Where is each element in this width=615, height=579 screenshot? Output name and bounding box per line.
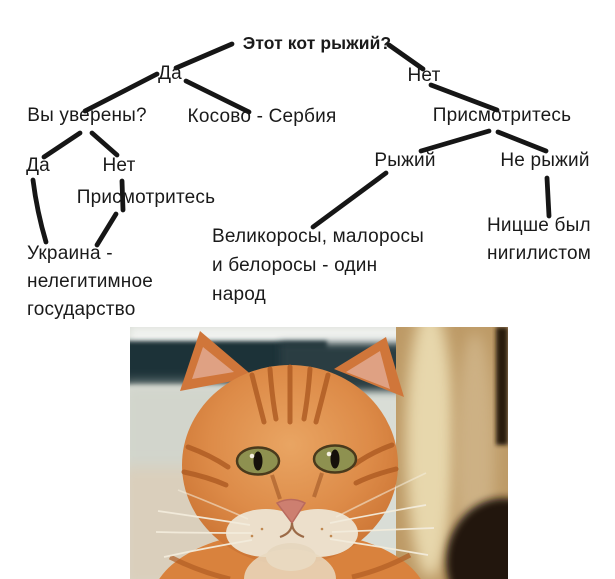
- node-are-you-sure: Вы уверены?: [27, 105, 147, 126]
- cat: [155, 331, 435, 579]
- cat-eyes: [235, 444, 358, 500]
- edge-lookcloser-ukraine: [94, 211, 119, 248]
- node-nietzsche-conclusion: Ницше был нигилистом: [487, 215, 591, 264]
- edge-no2-lookcloser-left: [119, 178, 126, 213]
- cat-whiskers: [155, 472, 435, 558]
- node-ginger: Рыжий: [374, 150, 436, 171]
- cat-photo: [130, 327, 508, 579]
- fur-column: [396, 327, 508, 579]
- cat-left-ear: [180, 331, 254, 391]
- flowchart-edges: [30, 41, 552, 248]
- left-eye: [235, 446, 281, 476]
- edge-root-yes: [173, 41, 235, 71]
- edge-areyousure-no2: [89, 130, 120, 158]
- node-one-people-conclusion: Великоросы, малоросы и белоросы - один н…: [212, 226, 425, 305]
- edge-notginger-nietzsche: [544, 175, 552, 219]
- edge-ginger-onepeople: [310, 170, 389, 230]
- node-yes2: Да: [26, 155, 50, 176]
- cat-stripes: [181, 364, 399, 488]
- node-look-closer-right: Присмотритесь: [432, 105, 572, 126]
- cat-nose: [275, 498, 307, 539]
- cat-bib: [244, 549, 336, 579]
- node-ukraine-conclusion: Украина - нелегитимное государство: [27, 243, 154, 320]
- node-no2: Нет: [102, 155, 136, 176]
- edge-root-no: [386, 42, 426, 72]
- node-no: Нет: [407, 65, 441, 86]
- right-eye: [312, 444, 358, 474]
- edge-yes-areyousure: [82, 71, 160, 114]
- edge-lookcloser-notginger: [495, 129, 549, 154]
- node-kosovo-serbia: Косово - Сербия: [187, 106, 337, 127]
- node-root-question: Этот кот рыжий?: [242, 33, 392, 53]
- edge-lookcloser-ginger: [418, 128, 492, 154]
- edge-no-lookcloser: [428, 82, 500, 113]
- node-yes: Да: [158, 63, 182, 84]
- node-look-closer-left: Присмотритесь: [76, 187, 216, 208]
- cat-right-ear: [334, 337, 404, 397]
- edge-yes2-ukraine: [30, 177, 49, 245]
- node-not-ginger: Не рыжий: [500, 150, 590, 171]
- edge-areyousure-yes2: [41, 130, 83, 160]
- cat-photo-art: [130, 327, 508, 579]
- edge-yes-kosovo: [183, 78, 252, 115]
